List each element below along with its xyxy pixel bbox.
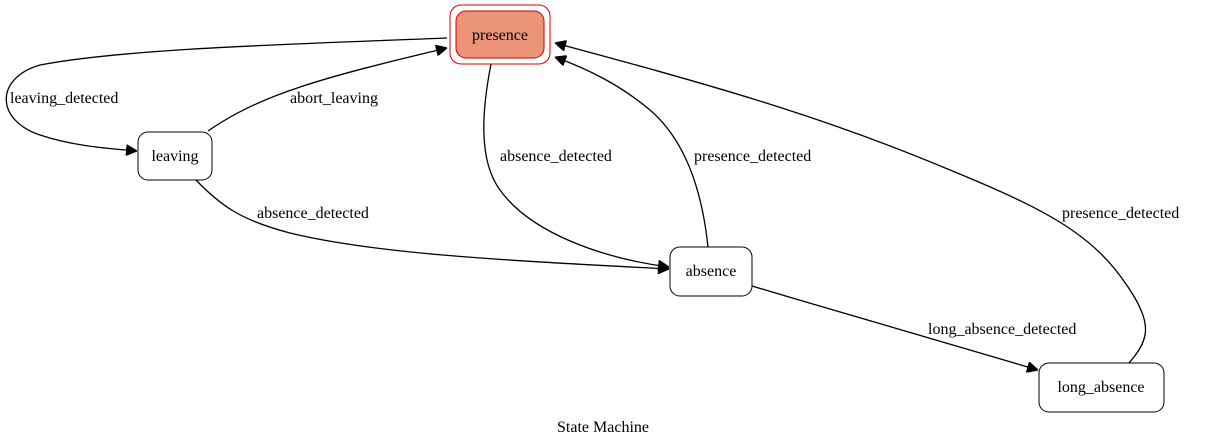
edge-label-abort-leaving: abort_leaving	[290, 90, 378, 107]
edge-label-absence-detected-1: absence_detected	[500, 148, 612, 165]
edge-label-presence-detected-1: presence_detected	[694, 148, 811, 165]
edge-absence-to-presence: presence_detected	[555, 57, 811, 248]
edge-leaving-to-absence: absence_detected	[195, 179, 669, 269]
state-nodes: presence leaving absence long_absence	[137, 4, 1165, 413]
edge-label-presence-detected-2: presence_detected	[1062, 205, 1179, 222]
edge-label-long-absence-detected: long_absence_detected	[928, 321, 1076, 338]
state-node-presence[interactable]: presence	[449, 4, 551, 65]
state-label-long-absence: long_absence	[1057, 379, 1144, 396]
edge-label-absence-detected-2: absence_detected	[257, 205, 369, 222]
edge-label-leaving-detected: leaving_detected	[10, 90, 118, 107]
diagram-caption: State Machine	[557, 419, 649, 436]
state-label-leaving: leaving	[151, 148, 198, 165]
state-label-absence: absence	[686, 263, 737, 280]
state-node-absence[interactable]: absence	[669, 246, 753, 297]
state-node-leaving[interactable]: leaving	[137, 131, 213, 181]
edge-long-absence-to-presence: presence_detected	[555, 43, 1179, 365]
edge-presence-to-absence: absence_detected	[483, 63, 669, 267]
edge-absence-to-long-absence: long_absence_detected	[751, 285, 1076, 370]
edge-presence-to-leaving: leaving_detected	[5, 37, 448, 151]
edge-leaving-to-presence: abort_leaving	[207, 48, 447, 132]
state-node-long-absence[interactable]: long_absence	[1038, 362, 1165, 413]
transition-edges: leaving_detected abort_leaving absence_d…	[5, 37, 1179, 370]
state-label-presence: presence	[472, 27, 528, 44]
